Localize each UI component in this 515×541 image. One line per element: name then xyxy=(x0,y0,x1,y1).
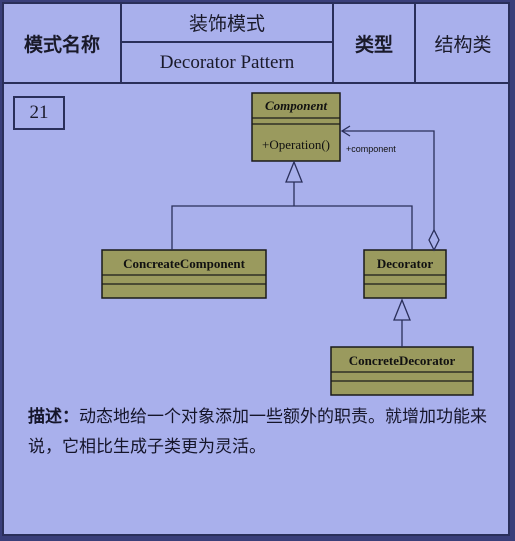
class-decorator: Decorator xyxy=(363,249,447,299)
description: 描述：动态地给一个对象添加一些额外的职责。就增加功能来说，它相比生成子类更为灵活… xyxy=(28,402,498,462)
class-concrete-decorator: ConcreteDecorator xyxy=(330,346,474,396)
component-operation: +Operation() xyxy=(262,137,330,152)
pattern-name-en: Decorator Pattern xyxy=(159,51,295,73)
concrete-decorator-name: ConcreteDecorator xyxy=(349,353,456,368)
pattern-name-box: 装饰模式 Decorator Pattern xyxy=(122,4,334,82)
description-text: 动态地给一个对象添加一些额外的职责。就增加功能来说，它相比生成子类更为灵活。 xyxy=(28,407,487,457)
aggregation-component xyxy=(340,125,440,252)
pattern-number: 21 xyxy=(13,96,65,130)
association-label: +component xyxy=(346,144,396,154)
pattern-name-label: 模式名称 xyxy=(4,4,122,82)
pattern-card: 模式名称 装饰模式 Decorator Pattern 类型 结构类 21 Co… xyxy=(2,2,510,536)
class-component: Component +Operation() xyxy=(251,92,341,162)
inheritance-to-decorator xyxy=(393,298,411,347)
type-value: 结构类 xyxy=(434,33,492,56)
class-concrete-component: ConcreateComponent xyxy=(101,249,267,299)
concrete-component-name: ConcreateComponent xyxy=(123,256,245,271)
inheritance-to-component xyxy=(171,160,413,250)
type-label: 类型 xyxy=(334,4,416,82)
uml-class-diagram: Component +Operation() ConcreateComponen… xyxy=(101,92,474,396)
decorator-name: Decorator xyxy=(377,256,434,271)
header-table: 模式名称 装饰模式 Decorator Pattern 类型 结构类 xyxy=(4,4,508,84)
pattern-name-cn: 装饰模式 xyxy=(122,4,332,43)
component-name: Component xyxy=(265,98,328,113)
description-label: 描述： xyxy=(28,407,79,427)
